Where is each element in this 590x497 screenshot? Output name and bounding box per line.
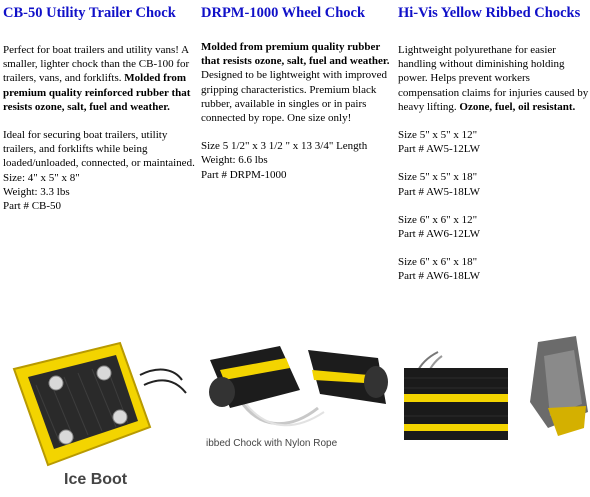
spec-part: Part # CB-50 xyxy=(3,200,62,213)
product-drpm1000: DRPM-1000 Wheel Chock Molded from premiu… xyxy=(201,0,393,182)
product-description: Perfect for boat trailers and utility va… xyxy=(3,43,195,213)
desc-text: Designed to be lightweight with improved… xyxy=(201,69,388,125)
product-description: Lightweight polyurethane for easier hand… xyxy=(398,43,590,284)
desc-text: Ideal for securing boat trailers, utilit… xyxy=(3,129,195,170)
desc-text: Lightweight polyurethane for easier hand… xyxy=(398,44,589,113)
desc-bold: Ozone, fuel, oil resistant. xyxy=(459,100,576,113)
variant-part: Part # AW6-18LW xyxy=(398,270,481,283)
variant: Size 5" x 5" x 18" Part # AW5-18LW xyxy=(398,170,590,198)
spec-size: Size 5 1/2" x 3 1/2 " x 13 3/4" Length xyxy=(201,140,368,153)
product-title: CB-50 Utility Trailer Chock xyxy=(3,5,176,21)
ice-boot-image[interactable]: Ice Boot xyxy=(0,335,196,497)
product-title: Hi-Vis Yellow Ribbed Chocks xyxy=(398,5,581,21)
spec-size: Size: 4" x 5" x 8" xyxy=(3,171,80,184)
variant-size: Size 6" x 6" x 12" xyxy=(398,213,478,226)
hivis-chock-image[interactable] xyxy=(398,332,590,442)
desc-bold: Molded from premium quality reinforced r… xyxy=(3,72,191,113)
desc-bold: Molded from premium quality rubber that … xyxy=(201,41,390,68)
variant-size: Size 6" x 6" x 18" xyxy=(398,256,478,269)
product-title: DRPM-1000 Wheel Chock xyxy=(201,5,366,21)
variant: Size 5" x 5" x 12" Part # AW5-12LW xyxy=(398,128,590,156)
variant: Size 6" x 6" x 18" Part # AW6-18LW xyxy=(398,255,590,283)
spec-weight: Weight: 6.6 lbs xyxy=(201,154,268,167)
product-cb50: CB-50 Utility Trailer Chock Perfect for … xyxy=(3,0,195,213)
variant: Size 6" x 6" x 12" Part # AW6-12LW xyxy=(398,213,590,241)
desc-text: Perfect for boat trailers and utility va… xyxy=(3,44,190,85)
variant-part: Part # AW5-12LW xyxy=(398,143,481,156)
drpm-chock-image[interactable]: ibbed Chock with Nylon Rope xyxy=(200,330,396,460)
variant-size: Size 5" x 5" x 12" xyxy=(398,129,478,142)
variant-part: Part # AW6-12LW xyxy=(398,228,481,241)
spec-weight: Weight: 3.3 lbs xyxy=(3,185,70,198)
spec-part: Part # DRPM-1000 xyxy=(201,168,287,181)
rubber-chock-pair-illustration xyxy=(209,346,388,427)
variant-size: Size 5" x 5" x 18" xyxy=(398,171,478,184)
hivis-chock-illustration xyxy=(404,336,588,440)
product-hivis: Hi-Vis Yellow Ribbed Chocks Lightweight … xyxy=(398,0,590,284)
product-description: Molded from premium quality rubber that … xyxy=(201,40,393,182)
image-caption: Ice Boot xyxy=(64,471,128,488)
variant-part: Part # AW5-18LW xyxy=(398,185,481,198)
image-caption: ibbed Chock with Nylon Rope xyxy=(206,438,338,449)
ice-boot-illustration xyxy=(12,341,187,467)
